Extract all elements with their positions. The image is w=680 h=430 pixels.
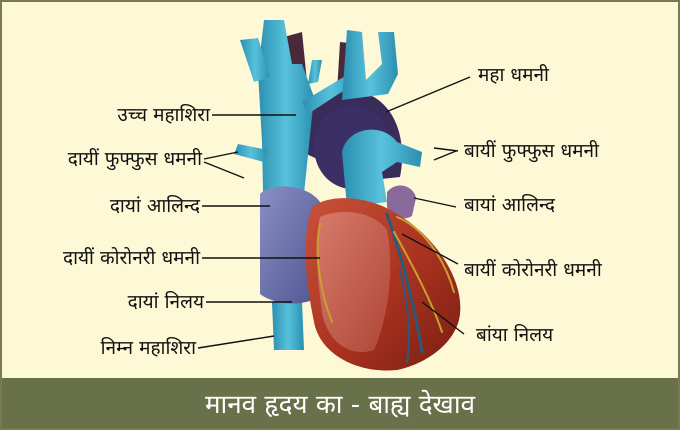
label-aorta: महा धमनी <box>478 64 549 86</box>
label-left-ventricle: बांया निलय <box>476 324 553 346</box>
label-right-coronary-artery: दायीं कोरोनरी धमनी <box>6 247 200 269</box>
label-right-ventricle: दायां निलय <box>62 291 204 313</box>
diagram-caption: मानव हृदय का - बाह्य देखाव <box>205 385 475 421</box>
label-right-pulmonary-artery: दायीं फुफ्फुस धमनी <box>10 148 202 170</box>
label-left-pulmonary-artery: बायीं फुफ्फुस धमनी <box>464 140 599 162</box>
heart-illustration <box>2 2 678 378</box>
label-left-atrium: बायां आलिन्द <box>464 194 555 216</box>
label-right-atrium: दायां आलिन्द <box>42 195 200 217</box>
label-superior-vena-cava: उच्च महाशिरा <box>42 104 210 126</box>
label-left-coronary-artery: बायीं कोरोनरी धमनी <box>464 259 602 281</box>
label-inferior-vena-cava: निम्न महाशिरा <box>42 337 196 359</box>
caption-bar: मानव हृदय का - बाह्य देखाव <box>2 378 678 428</box>
